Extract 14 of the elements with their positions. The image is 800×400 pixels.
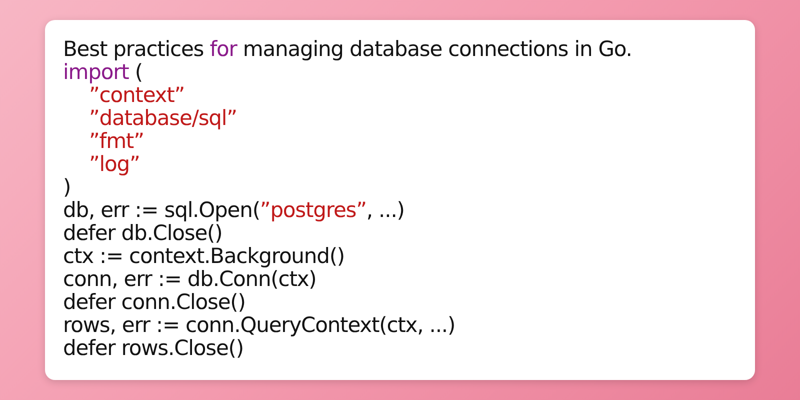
code-line: db, err := sql.Open(”postgres”, ...) (63, 199, 404, 222)
code-line: conn, err := db.Conn(ctx) (63, 268, 316, 291)
code-line: ”fmt” (89, 130, 144, 153)
code-line: defer rows.Close() (63, 337, 244, 360)
code-line: ”context” (89, 84, 185, 107)
code-line: defer db.Close() (63, 222, 222, 245)
code-line: ) (63, 176, 71, 199)
code-line: import ( (63, 61, 142, 84)
code-line: ”log” (89, 153, 140, 176)
code-title: Best practices for managing database connections in Go. (63, 38, 632, 61)
code-line: rows, err := conn.QueryContext(ctx, ...) (63, 314, 456, 337)
code-line: ”database/sql” (89, 107, 237, 130)
code-line: defer conn.Close() (63, 291, 246, 314)
code-line: ctx := context.Background() (63, 245, 345, 268)
